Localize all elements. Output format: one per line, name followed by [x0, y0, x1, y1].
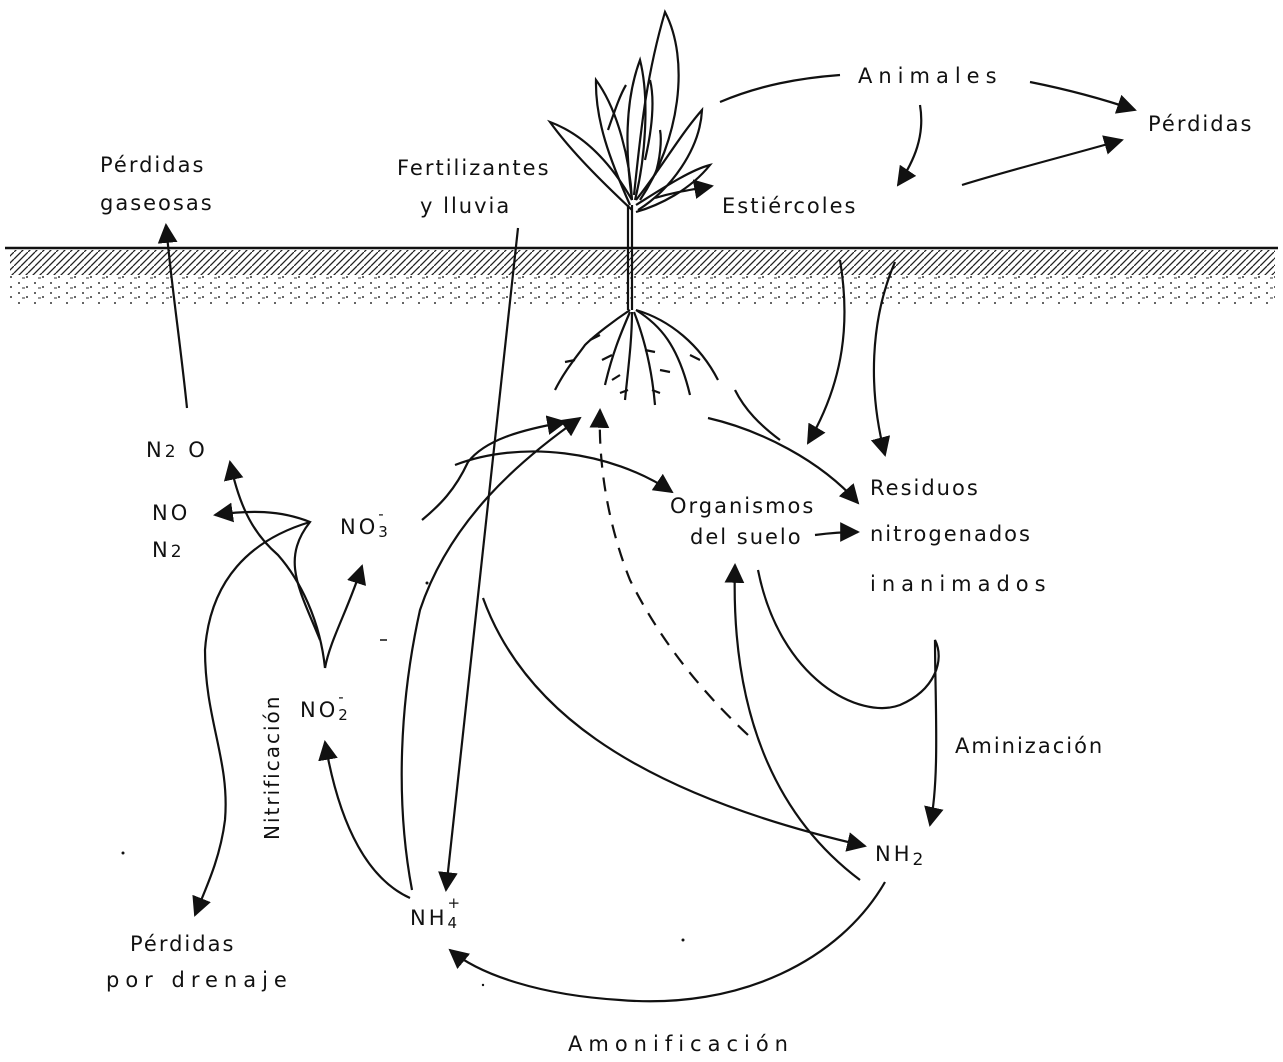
no2-sub: 2 — [338, 708, 351, 723]
no2-charge: -2 — [338, 700, 352, 724]
label-perdidas-right: Pérdidas — [1148, 114, 1253, 135]
nh4-charge: +4 — [448, 908, 462, 932]
label-nitrificacion: Nitrificación — [262, 695, 282, 840]
species-n2o: N2 O — [146, 440, 208, 461]
label-nitrogenados: nitrogenados — [870, 524, 1032, 545]
label-perdidas-drenaje-2: por drenaje — [106, 970, 293, 991]
n2o-base: N — [146, 438, 165, 462]
no2-sup: - — [338, 690, 346, 705]
nh4-base: NH — [410, 906, 448, 930]
species-no: NO — [152, 503, 190, 524]
species-no2: NO-2 — [300, 700, 352, 724]
no3-base: NO — [340, 515, 378, 539]
label-perdidas-gaseosas-2: gaseosas — [100, 193, 214, 214]
species-no3: NO-3 — [340, 517, 392, 541]
species-n2: N2 — [152, 540, 185, 561]
nh4-sup: + — [448, 896, 464, 911]
species-nh2: NH2 — [875, 844, 926, 865]
no3-sub: 3 — [378, 525, 391, 540]
species-nh4: NH+4 — [410, 908, 462, 932]
label-fertilizantes: Fertilizantes — [397, 158, 551, 179]
label-organismos: Organismos — [670, 496, 815, 517]
soil-surface — [5, 248, 1278, 306]
no3-charge: -3 — [378, 517, 392, 541]
label-y-lluvia: y lluvia — [420, 196, 511, 217]
plant-illustration — [550, 12, 718, 405]
nh4-sub: 4 — [448, 916, 461, 931]
nh2-sub: 2 — [913, 850, 927, 870]
label-animales: Animales — [858, 66, 1003, 87]
n2o-sub: 2 — [165, 442, 179, 462]
label-estiercoles: Estiércoles — [722, 196, 857, 217]
label-amonificacion: Amonificación — [568, 1034, 794, 1055]
label-residuos: Residuos — [870, 478, 980, 499]
label-perdidas-gaseosas-1: Pérdidas — [100, 155, 205, 176]
nh2-base: NH — [875, 842, 913, 866]
label-inanimados: inanimados — [870, 574, 1052, 595]
n2o-tail: O — [179, 438, 208, 462]
label-aminizacion: Aminización — [955, 736, 1104, 757]
label-perdidas-drenaje-1: Pérdidas — [130, 934, 235, 955]
no2-base: NO — [300, 698, 338, 722]
n2-base: N — [152, 538, 171, 562]
n2-sub: 2 — [171, 542, 185, 562]
label-del-suelo: del suelo — [690, 527, 803, 548]
no3-sup: - — [378, 507, 386, 522]
